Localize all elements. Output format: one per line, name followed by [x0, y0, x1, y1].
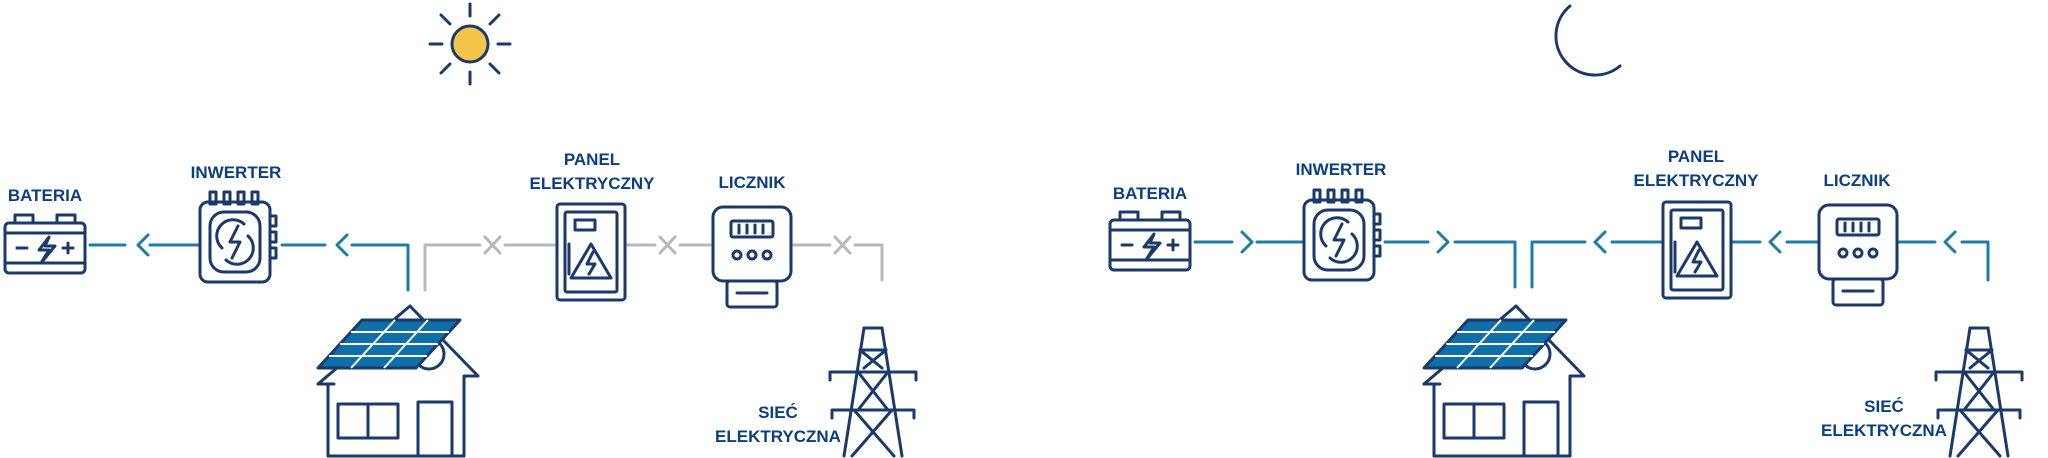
grid-label-line1: SIEĆ	[758, 403, 798, 422]
inverter-icon	[198, 190, 278, 284]
meter-icon	[711, 205, 793, 309]
night-grid-label-line1: SIEĆ	[1864, 397, 1904, 416]
battery-label: BATERIA	[8, 186, 82, 205]
meter-label: LICZNIK	[718, 173, 786, 192]
panel-label-line2: ELEKTRYCZNY	[530, 174, 656, 193]
power-tower-icon	[828, 326, 918, 458]
night-electrical-panel-icon	[1661, 200, 1733, 300]
night-battery-label: BATERIA	[1113, 184, 1187, 203]
night-inverter-label: INWERTER	[1296, 160, 1387, 179]
grid-label-line2: ELEKTRYCZNA	[715, 427, 841, 446]
night-meter-label: LICZNIK	[1823, 171, 1891, 190]
day-active-wires	[88, 233, 410, 292]
night-panel-label-line1: PANEL	[1668, 147, 1724, 166]
day-scene: BATERIA INWERTER PANEL ELEKTRYCZNY LICZN…	[3, 2, 918, 458]
night-grid-label-line2: ELEKTRYCZNA	[1821, 421, 1947, 440]
night-panel-label-line2: ELEKTRYCZNY	[1634, 171, 1760, 190]
panel-label-line1: PANEL	[564, 150, 620, 169]
battery-icon	[3, 213, 87, 275]
night-inverter-icon	[1302, 188, 1382, 282]
house-solar-icon	[316, 304, 480, 458]
night-active-wires	[1193, 230, 1990, 289]
night-battery-icon	[1108, 210, 1192, 272]
night-power-tower-icon	[1934, 326, 2024, 458]
night-meter-icon	[1817, 203, 1899, 307]
moon-icon	[1554, 4, 1622, 77]
electrical-panel-icon	[555, 202, 627, 302]
inverter-label: INWERTER	[191, 163, 282, 182]
sun-icon	[428, 2, 512, 86]
night-house-solar-icon	[1422, 304, 1586, 458]
day-inactive-wires	[423, 235, 884, 292]
night-scene: BATERIA INWERTER PANEL ELEKTRYCZNY LICZN…	[1108, 4, 2024, 458]
